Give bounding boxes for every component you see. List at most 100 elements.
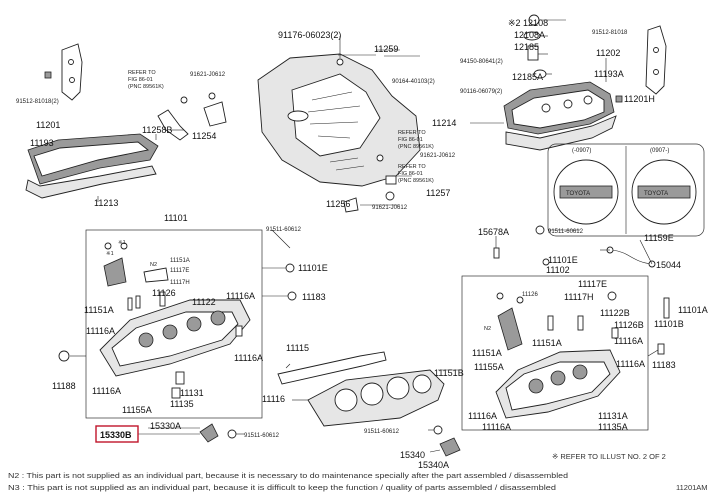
label-11213: 11213 bbox=[94, 198, 118, 208]
plug-11183-rh[interactable] bbox=[657, 343, 665, 355]
label-11183-rh: 11183 bbox=[652, 360, 676, 370]
label-11135a: 11135A bbox=[598, 422, 628, 432]
label-91511-c: 91511-60612 bbox=[244, 433, 280, 439]
label-12108a: 12108A bbox=[514, 30, 545, 40]
cap-brand-left: TOYOTA bbox=[566, 191, 590, 197]
bracket-upper-left[interactable] bbox=[61, 43, 83, 101]
label-11201: 11201 bbox=[36, 120, 60, 130]
lh-head-box bbox=[85, 229, 263, 419]
label-11115: 11115 bbox=[286, 343, 309, 353]
label-11116a-4: 11116A bbox=[92, 386, 121, 396]
cylinder-head-lh[interactable] bbox=[99, 299, 251, 377]
plug-11183[interactable] bbox=[287, 291, 297, 301]
label-12185a: 12185A bbox=[512, 72, 543, 82]
label-11188: 11188 bbox=[52, 381, 76, 391]
label-11101b: 11101B bbox=[654, 319, 684, 329]
bolt-11101e-rh[interactable] bbox=[542, 258, 550, 266]
label-11101a: 11101A bbox=[678, 305, 708, 315]
bracket-11258b[interactable] bbox=[157, 96, 189, 141]
bolt-11201h[interactable] bbox=[615, 95, 623, 103]
label-11202: 11202 bbox=[596, 48, 620, 58]
bolt-11126b[interactable] bbox=[611, 327, 619, 339]
label-11193: 11193 bbox=[30, 138, 54, 148]
svg-text:REFER TO: REFER TO bbox=[398, 130, 426, 136]
engine-cover[interactable] bbox=[257, 53, 421, 187]
mark-s1-b: ※1 bbox=[106, 250, 114, 257]
refer-notes: REFER TO FIG 86-01 (PNC 89561K) REFER TO… bbox=[128, 70, 434, 184]
svg-text:REFER TO: REFER TO bbox=[398, 164, 426, 170]
label-11122b: 11122B bbox=[600, 308, 630, 318]
plug-15678a[interactable] bbox=[493, 247, 500, 259]
gasket-11115[interactable] bbox=[277, 351, 387, 385]
label-11155a-2: 11155A bbox=[474, 362, 504, 372]
label-15330b: 15330B bbox=[100, 430, 132, 440]
label-11101e: 11101E bbox=[298, 263, 328, 273]
cylinder-head-rh[interactable] bbox=[495, 349, 621, 419]
cylinder-head-cover-lh[interactable] bbox=[25, 133, 159, 199]
label-11257: 11257 bbox=[426, 188, 450, 198]
label-11135: 11135 bbox=[170, 399, 194, 409]
cylinder-head-cover-rh[interactable] bbox=[503, 81, 617, 151]
footnotes: ※ REFER TO ILLUST NO. 2 OF 2 N2 : This p… bbox=[8, 452, 708, 492]
stud-11101a[interactable] bbox=[663, 297, 670, 319]
label-11131a: 11131A bbox=[598, 411, 628, 421]
leader-lines bbox=[70, 19, 659, 453]
label-11102: 11102 bbox=[546, 265, 570, 275]
bolt-11117h-rh[interactable] bbox=[607, 291, 617, 301]
valve-guide-bushes-lh[interactable] bbox=[127, 291, 185, 399]
bolt-91512-left[interactable] bbox=[44, 71, 52, 79]
svg-text:FIG 86-01: FIG 86-01 bbox=[398, 171, 423, 177]
cap-left-date: (-0907) bbox=[572, 148, 591, 154]
label-11151b: 11151B bbox=[434, 368, 464, 378]
label-11151a-3: 11151A bbox=[472, 348, 502, 358]
bolt-91511-rh[interactable] bbox=[535, 225, 545, 235]
svg-text:FIG 86-01: FIG 86-01 bbox=[398, 137, 423, 143]
mark-s1-a: ※1 bbox=[118, 239, 126, 246]
label-91511-a: 91511-60612 bbox=[266, 227, 302, 233]
label-11116a-8: 11116A bbox=[482, 422, 511, 432]
mark-n2-b: N2 bbox=[484, 326, 491, 332]
label-11256: 11256 bbox=[326, 199, 350, 209]
label-11116a-2: 11116A bbox=[86, 326, 115, 336]
plug-11116a-lh[interactable] bbox=[235, 325, 243, 337]
label-11116: 11116 bbox=[262, 394, 285, 404]
mark-n2-a: N2 bbox=[150, 262, 157, 268]
label-11101: 11101 bbox=[164, 213, 188, 223]
oil-control-valve-15330[interactable] bbox=[199, 423, 237, 443]
bracket-11254[interactable] bbox=[203, 92, 227, 127]
water-bypass-hose[interactable] bbox=[606, 246, 656, 268]
svg-text:FIG 86-01: FIG 86-01 bbox=[128, 77, 153, 83]
label-91511-d: 91511-60612 bbox=[364, 429, 400, 435]
label-11254: 11254 bbox=[192, 131, 216, 141]
oil-filler-cap-group[interactable] bbox=[523, 14, 547, 79]
camshaft-bearing-cap-lh[interactable] bbox=[103, 242, 169, 287]
bolt-11101e[interactable] bbox=[285, 263, 295, 273]
label-11151a-4: 11151A bbox=[532, 338, 562, 348]
oil-control-valve-15340[interactable] bbox=[433, 425, 461, 457]
label-11258b: 11258B bbox=[142, 125, 172, 135]
svg-text:(PNC 89561K): (PNC 89561K) bbox=[398, 144, 434, 150]
label-91512-left: 91512-81018(2) bbox=[16, 99, 59, 105]
camshaft-bearing-cap-rh[interactable] bbox=[496, 292, 584, 351]
label-11214: 11214 bbox=[432, 118, 456, 128]
label-11159e: 11159E bbox=[644, 233, 674, 243]
label-11151a-2: 11151A bbox=[84, 305, 114, 315]
plug-11188[interactable] bbox=[58, 350, 70, 362]
cap-brand-right: TOYOTA bbox=[644, 191, 668, 197]
svg-text:(PNC 89561K): (PNC 89561K) bbox=[398, 178, 434, 184]
label-11151a: 11151A bbox=[170, 258, 190, 264]
label-11259: 11259 bbox=[374, 44, 398, 54]
label-91176: 91176-06023(2) bbox=[278, 30, 341, 40]
label-91621-c: 91621-J0612 bbox=[372, 205, 408, 211]
oil-cap-inset: TOYOTA TOYOTA (-0907) (0907-) bbox=[547, 143, 705, 237]
svg-text:(PNC 89561K): (PNC 89561K) bbox=[128, 84, 164, 90]
bracket-upper-right[interactable] bbox=[645, 25, 667, 95]
cover-bracket-group[interactable] bbox=[343, 154, 397, 213]
part-labels: 91176-06023(2) 11259 ※2 12108 12108A 121… bbox=[16, 18, 708, 470]
gasket-11116[interactable] bbox=[307, 369, 445, 427]
highlighted-part-15330b[interactable]: 15330B bbox=[95, 425, 139, 443]
svg-text:REFER TO: REFER TO bbox=[128, 70, 156, 76]
label-91621-a: 91621-J0612 bbox=[190, 72, 226, 78]
figure-code: 11201AM bbox=[676, 483, 708, 492]
cap-right-date: (0907-) bbox=[650, 148, 669, 154]
